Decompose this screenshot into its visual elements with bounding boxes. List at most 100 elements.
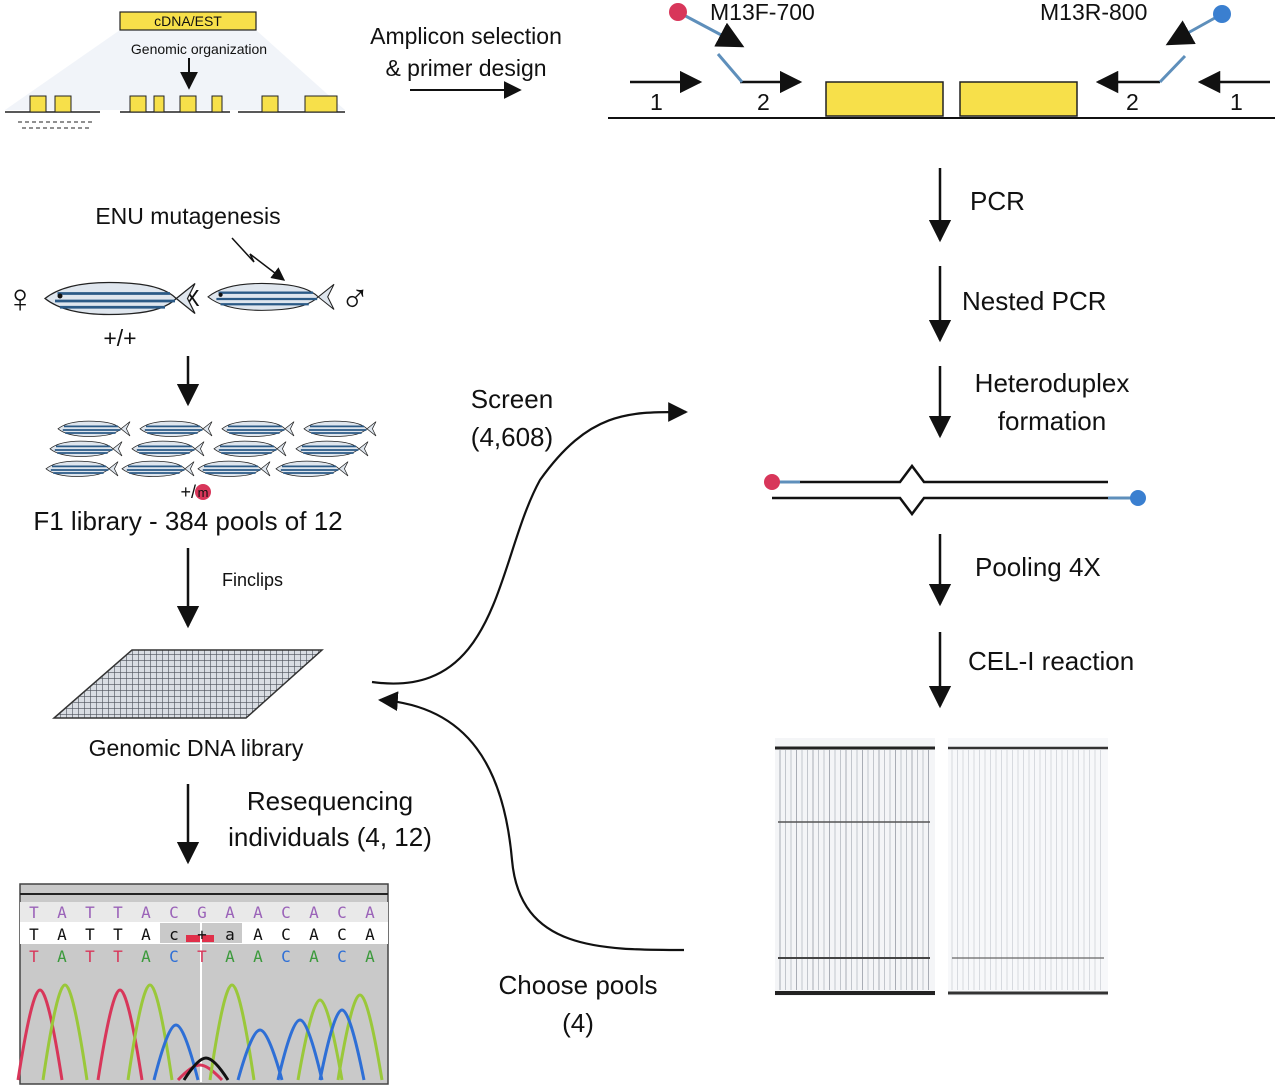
base-call: C bbox=[337, 947, 347, 966]
base-call: T bbox=[29, 903, 39, 922]
f1-genotype-prefix: +/ bbox=[180, 482, 196, 502]
trace-peak bbox=[318, 1008, 366, 1081]
forward-tag-line bbox=[677, 10, 745, 48]
base-call: A bbox=[57, 947, 67, 966]
trace-peak bbox=[276, 1018, 324, 1081]
base-call: T bbox=[29, 925, 39, 944]
choose-pools-label: Choose pools bbox=[499, 970, 658, 1000]
projection-fan bbox=[5, 30, 345, 110]
base-call: c bbox=[169, 925, 179, 944]
cel-reaction-label: CEL-I reaction bbox=[968, 646, 1134, 676]
gel-lanes bbox=[779, 750, 1101, 990]
reverse-tag-line bbox=[1165, 12, 1223, 46]
trace-peak bbox=[16, 988, 64, 1081]
primer-number: 2 bbox=[1126, 89, 1139, 115]
genomic-dna-library-label: Genomic DNA library bbox=[89, 735, 304, 761]
trace-peak bbox=[182, 1056, 230, 1081]
male-symbol-icon: ♂ bbox=[340, 277, 370, 321]
base-call: A bbox=[365, 903, 375, 922]
f1-library-label: F1 library - 384 pools of 12 bbox=[33, 506, 342, 536]
screen-arrow bbox=[371, 402, 688, 685]
trace-peak bbox=[336, 993, 384, 1081]
gel-panel-right bbox=[948, 738, 1108, 996]
base-call: T bbox=[197, 947, 207, 966]
m13r-800-label: M13R-800 bbox=[1040, 0, 1147, 25]
gene-locus bbox=[5, 95, 345, 129]
mutant-allele-label: m bbox=[198, 485, 209, 500]
base-call: C bbox=[281, 925, 291, 944]
enu-mutagenesis-label: ENU mutagenesis bbox=[95, 203, 280, 229]
base-call: A bbox=[365, 925, 375, 944]
cdna-label: cDNA/EST bbox=[154, 13, 222, 29]
fish-icon bbox=[121, 460, 195, 477]
trace-peaks bbox=[16, 983, 384, 1082]
genomic-organization-panel: cDNA/EST Genomic organization bbox=[5, 11, 345, 129]
base-call: T bbox=[85, 925, 95, 944]
primer-number: 2 bbox=[757, 89, 770, 115]
screen-count-label: (4,608) bbox=[471, 422, 553, 452]
fish-icon bbox=[57, 420, 131, 437]
finclips-label: Finclips bbox=[222, 570, 283, 590]
base-call: A bbox=[225, 903, 235, 922]
base-call: T bbox=[113, 925, 123, 944]
trace-peak bbox=[176, 1063, 224, 1082]
heteroduplex-molecule bbox=[764, 463, 1146, 517]
exon-box bbox=[959, 81, 1078, 117]
fish-icon bbox=[45, 460, 119, 477]
choose-pools-arrow bbox=[378, 691, 685, 952]
genomic-organization-label: Genomic organization bbox=[131, 41, 267, 57]
formation-label: formation bbox=[998, 406, 1106, 436]
fish-icon bbox=[197, 460, 271, 477]
base-call: T bbox=[113, 947, 123, 966]
base-call: A bbox=[365, 947, 375, 966]
fish-icon bbox=[49, 440, 123, 457]
m13f-700-dye-icon bbox=[669, 3, 687, 21]
base-call: C bbox=[337, 903, 347, 922]
male-fish-icon bbox=[207, 282, 335, 311]
base-call: A bbox=[309, 925, 319, 944]
base-call: T bbox=[113, 903, 123, 922]
wildtype-genotype: +/+ bbox=[103, 325, 136, 351]
base-call: A bbox=[141, 947, 151, 966]
base-call: A bbox=[141, 925, 151, 944]
exon-box bbox=[825, 81, 944, 117]
fish-icon bbox=[139, 420, 213, 437]
base-call: C bbox=[281, 947, 291, 966]
forward-tag-tail bbox=[716, 53, 744, 83]
trace-peak bbox=[296, 998, 344, 1081]
resequencing-label: Resequencing bbox=[247, 786, 413, 816]
primer-design-label: & primer design bbox=[385, 55, 546, 81]
m13f-700-label: M13F-700 bbox=[710, 0, 815, 25]
base-call: G bbox=[197, 903, 207, 922]
pooling-label: Pooling 4X bbox=[975, 552, 1101, 582]
base-call: a bbox=[225, 925, 235, 944]
f1-fish-school bbox=[45, 420, 377, 477]
gel-image bbox=[775, 738, 1108, 996]
fish-icon bbox=[303, 420, 377, 437]
base-call: A bbox=[309, 947, 319, 966]
cdna-box bbox=[119, 11, 257, 31]
base-call: A bbox=[309, 903, 319, 922]
nested-pcr-label: Nested PCR bbox=[962, 286, 1107, 316]
fish-icon bbox=[275, 460, 349, 477]
choose-pools-count-label: (4) bbox=[562, 1008, 594, 1038]
base-call: A bbox=[225, 947, 235, 966]
amplicon-panel: M13F-700 M13R-800 1 2 2 1 bbox=[608, 0, 1275, 119]
pcr-label: PCR bbox=[970, 186, 1025, 216]
trace-peak bbox=[126, 983, 174, 1081]
base-call: C bbox=[281, 903, 291, 922]
base-call: A bbox=[253, 925, 263, 944]
base-call: A bbox=[57, 903, 67, 922]
base-call: T bbox=[29, 947, 39, 966]
base-call: C bbox=[337, 925, 347, 944]
base-call: C bbox=[169, 903, 179, 922]
screen-label: Screen bbox=[471, 384, 553, 414]
m13r-800-dye-icon bbox=[1213, 5, 1231, 23]
amplicon-selection-label: Amplicon selection bbox=[370, 23, 562, 49]
fish-icon bbox=[131, 440, 205, 457]
heteroduplex-label: Heteroduplex bbox=[975, 368, 1130, 398]
female-fish-icon bbox=[43, 281, 196, 316]
